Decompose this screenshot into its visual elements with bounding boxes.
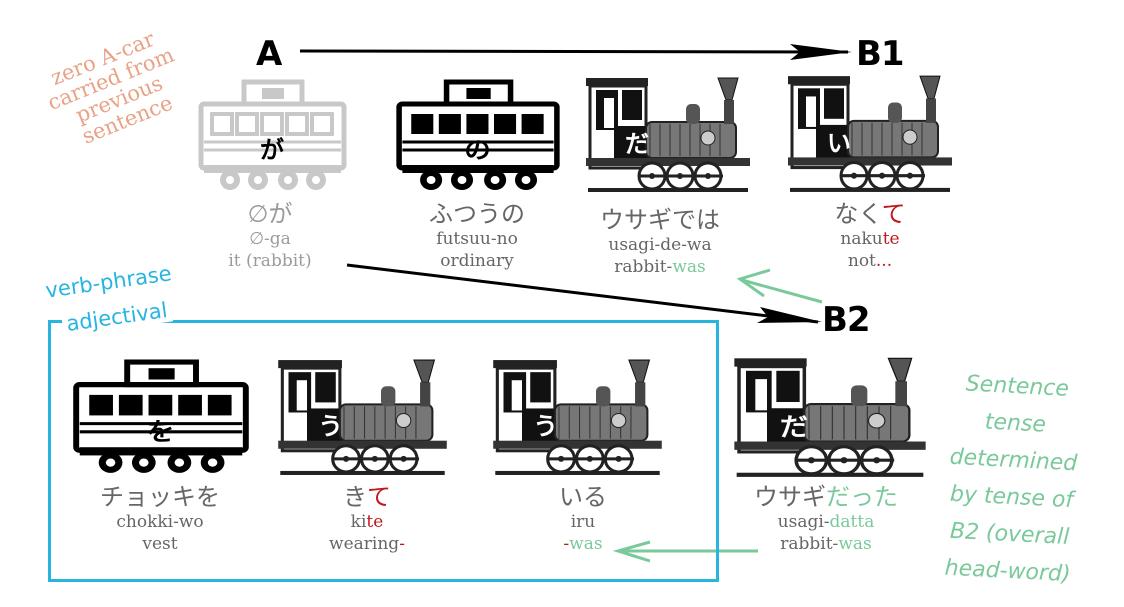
romaji: usagi-de-wa [608, 235, 712, 255]
gloss-tense: was [838, 534, 872, 554]
romaji: usagi- [777, 512, 830, 532]
kana-te: て [881, 200, 906, 228]
gloss-dash: - [399, 534, 405, 554]
arrow-datta-to-was [612, 540, 758, 563]
svg-text:だ: だ [780, 413, 808, 442]
train-car-ga: が [198, 79, 347, 190]
arrow-a-to-b2 [346, 263, 822, 324]
marker-b2: B2 [822, 300, 871, 340]
label-dewa: ウサギでは usagi-de-wa rabbit-was [560, 208, 760, 276]
train-car-wo: を [73, 359, 249, 473]
romaji: futsuu-no [436, 229, 518, 249]
locomotive-i: い [788, 75, 952, 192]
romaji-te: te [366, 512, 384, 532]
romaji: chokki-wo [116, 512, 204, 532]
kana: ウサギ [754, 483, 826, 511]
arrow-a-to-b1 [299, 44, 852, 60]
locomotive-u-iru: う [493, 359, 662, 475]
label-chokki: チョッキを chokki-wo vest [60, 485, 260, 553]
gloss-tense: was [672, 257, 706, 277]
kana: チョッキを [100, 483, 220, 511]
note-sentence-tense: Sentence tense determined by tense of B2… [924, 364, 1100, 594]
kana: き [343, 483, 367, 511]
kana: いる [559, 483, 607, 511]
romaji-datta: datta [829, 512, 875, 532]
label-datta: ウサギだった usagi-datta rabbit-was [726, 485, 926, 553]
svg-text:を: を [146, 418, 174, 447]
svg-text:う: う [533, 412, 558, 441]
svg-text:い: い [827, 129, 851, 157]
marker-a: A [256, 34, 282, 74]
kana-te: て [367, 483, 391, 511]
locomotive-da: だ [586, 77, 750, 192]
kana: ふつうの [429, 200, 525, 228]
label-no: ふつうの futsuu-no ordinary [377, 202, 577, 270]
locomotive-da-datta: だ [734, 357, 926, 477]
gloss: rabbit-was [560, 259, 760, 276]
gloss-tense: was [569, 534, 603, 554]
kana-datta: だった [826, 483, 898, 511]
romaji: iru [570, 512, 596, 532]
kana: ∅が [247, 200, 293, 228]
gloss: vest [142, 534, 178, 554]
arrow-b2-to-was [736, 268, 823, 304]
svg-text:う: う [318, 412, 343, 441]
label-ga: ∅が ∅-ga it (rabbit) [170, 202, 370, 270]
kana: ウサギでは [600, 206, 720, 234]
svg-text:が: が [260, 136, 284, 164]
romaji: ki [350, 512, 367, 532]
romaji: naku [840, 229, 883, 249]
gloss-base: rabbit- [614, 257, 673, 277]
gloss: wearing [329, 534, 400, 554]
romaji-te: te [882, 229, 900, 249]
verb-phrase-box [48, 320, 719, 582]
gloss: ordinary [440, 251, 514, 271]
marker-b1: B1 [856, 34, 905, 74]
gloss: not [847, 251, 876, 271]
locomotive-u-kite: う [278, 359, 447, 475]
train-car-no: の [396, 79, 560, 190]
gloss: rabbit- [780, 534, 839, 554]
gloss: it (rabbit) [228, 251, 312, 271]
gloss-dash: - [563, 534, 570, 554]
label-kite: きて kite wearing- [267, 485, 467, 553]
svg-text:だ: だ [625, 130, 649, 158]
kana: なく [834, 200, 882, 228]
gloss-ellipsis: ... [875, 251, 893, 271]
svg-text:の: の [464, 136, 490, 164]
label-iru: いる iru -was [483, 485, 683, 553]
label-nakute: なくて nakute not... [770, 202, 970, 270]
romaji: ∅-ga [249, 229, 291, 249]
